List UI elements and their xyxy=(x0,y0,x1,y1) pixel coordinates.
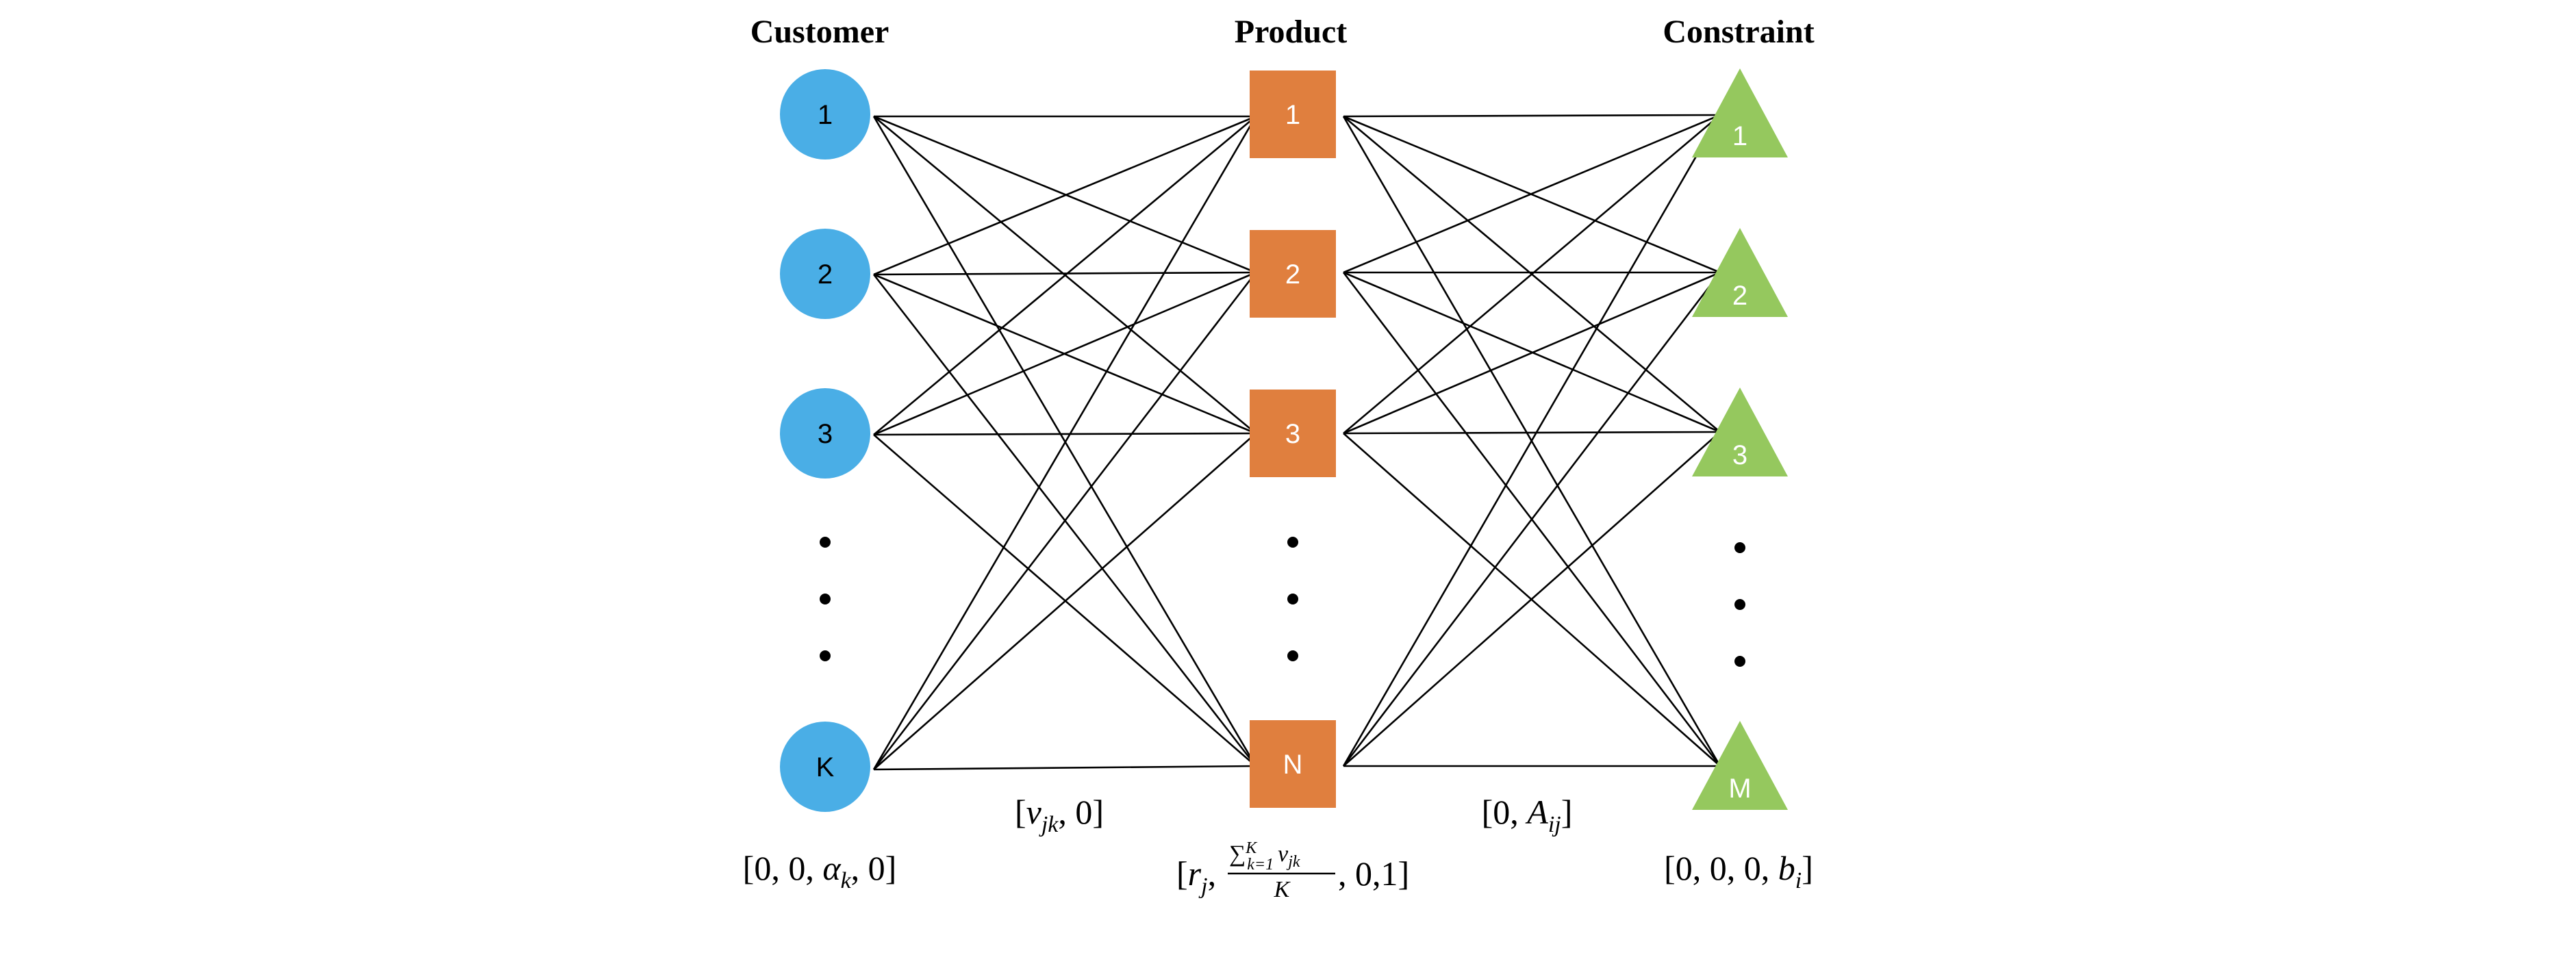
customer-product-edge-4-4 xyxy=(873,765,1257,771)
constraint-node-m: M xyxy=(1692,721,1788,810)
customer-product-edge-4-3 xyxy=(873,433,1257,770)
constraint-column-title: Constraint xyxy=(1663,14,1814,50)
customer-column-title: Customer xyxy=(750,14,889,50)
svg-text:, 0,1]: , 0,1] xyxy=(1338,854,1409,893)
product-node-3-shape xyxy=(1250,390,1336,477)
customer-product-edge-3-2 xyxy=(873,271,1257,436)
constraint-node-3: 3 xyxy=(1692,387,1788,476)
constraint-node-m-shape xyxy=(1692,721,1788,810)
product-constraint-edge-3-1 xyxy=(1343,114,1721,434)
product-node-1-shape xyxy=(1250,71,1336,158)
product-constraint-edge-4-1 xyxy=(1342,114,1721,767)
product-node-2-shape xyxy=(1250,230,1336,318)
constraint-feature-label: [0, 0, 0, bi] xyxy=(1664,849,1813,893)
svg-text:[rj,: [rj, xyxy=(1176,854,1216,899)
customer-product-edge-3-3 xyxy=(873,432,1257,436)
customer-product-edge-4-1 xyxy=(872,116,1257,770)
customer-product-edge-2-1 xyxy=(873,115,1257,276)
customer-product-edge-1-2 xyxy=(873,115,1257,274)
product-node-n-shape xyxy=(1250,720,1336,808)
product-node-n: N xyxy=(1250,720,1336,808)
constraint-node-m-label: M xyxy=(1728,774,1751,804)
product-node-n-label: N xyxy=(1283,750,1303,780)
customer-node-1-shape xyxy=(780,69,870,160)
customer-node-k: K xyxy=(780,722,870,812)
customer-product-edge-4-2 xyxy=(872,272,1257,770)
constraint-node-1: 1 xyxy=(1692,68,1788,157)
customer-node-2: 2 xyxy=(780,229,870,319)
product-constraint-edge-2-1 xyxy=(1343,114,1721,274)
product-node-2-label: 2 xyxy=(1285,259,1300,290)
customer-product-edge-label: [vjk, 0] xyxy=(1015,793,1104,837)
constraint-node-2: 2 xyxy=(1692,228,1788,317)
customer-node-1-label: 1 xyxy=(818,100,833,130)
constraint-node-3-shape xyxy=(1692,387,1788,476)
constraint-node-2-shape xyxy=(1692,228,1788,317)
product-ellipsis xyxy=(1287,537,1298,661)
product-node-1-label: 1 xyxy=(1285,100,1300,130)
edge-group xyxy=(872,114,1721,771)
customer-node-k-label: K xyxy=(816,752,835,782)
product-node-1: 1 xyxy=(1250,71,1336,158)
product-constraint-edge-1-1 xyxy=(1343,114,1721,118)
constraint-ellipsis xyxy=(1734,542,1745,667)
product-node-3: 3 xyxy=(1250,390,1336,477)
customer-node-3-label: 3 xyxy=(818,419,833,449)
svg-text:K: K xyxy=(1274,877,1291,902)
product-node-2: 2 xyxy=(1250,230,1336,318)
product-constraint-edge-3-3 xyxy=(1343,431,1721,435)
constraint-node-3-label: 3 xyxy=(1732,440,1747,470)
customer-node-k-shape xyxy=(780,722,870,812)
customer-node-3: 3 xyxy=(780,388,870,479)
customer-ellipsis xyxy=(820,537,831,661)
constraint-node-2-label: 2 xyxy=(1732,281,1747,311)
constraint-node-1-label: 1 xyxy=(1732,121,1747,151)
customer-node-2-label: 2 xyxy=(818,259,833,290)
customer-product-edge-3-1 xyxy=(873,116,1257,435)
customer-node-1: 1 xyxy=(780,69,870,160)
product-column-title: Product xyxy=(1235,14,1347,50)
constraint-node-1-shape xyxy=(1692,68,1788,157)
customer-feature-label: [0, 0, αk, 0] xyxy=(743,849,897,893)
product-node-3-label: 3 xyxy=(1285,419,1300,449)
customer-node-2-shape xyxy=(780,229,870,319)
product-constraint-edge-3-2 xyxy=(1343,271,1721,435)
product-constraint-edge-label: [0, Aij] xyxy=(1482,793,1573,837)
product-constraint-edge-4-2 xyxy=(1342,272,1721,767)
customer-product-edge-2-2 xyxy=(873,271,1257,276)
customer-node-3-shape xyxy=(780,388,870,479)
product-constraint-edge-4-3 xyxy=(1343,431,1721,767)
